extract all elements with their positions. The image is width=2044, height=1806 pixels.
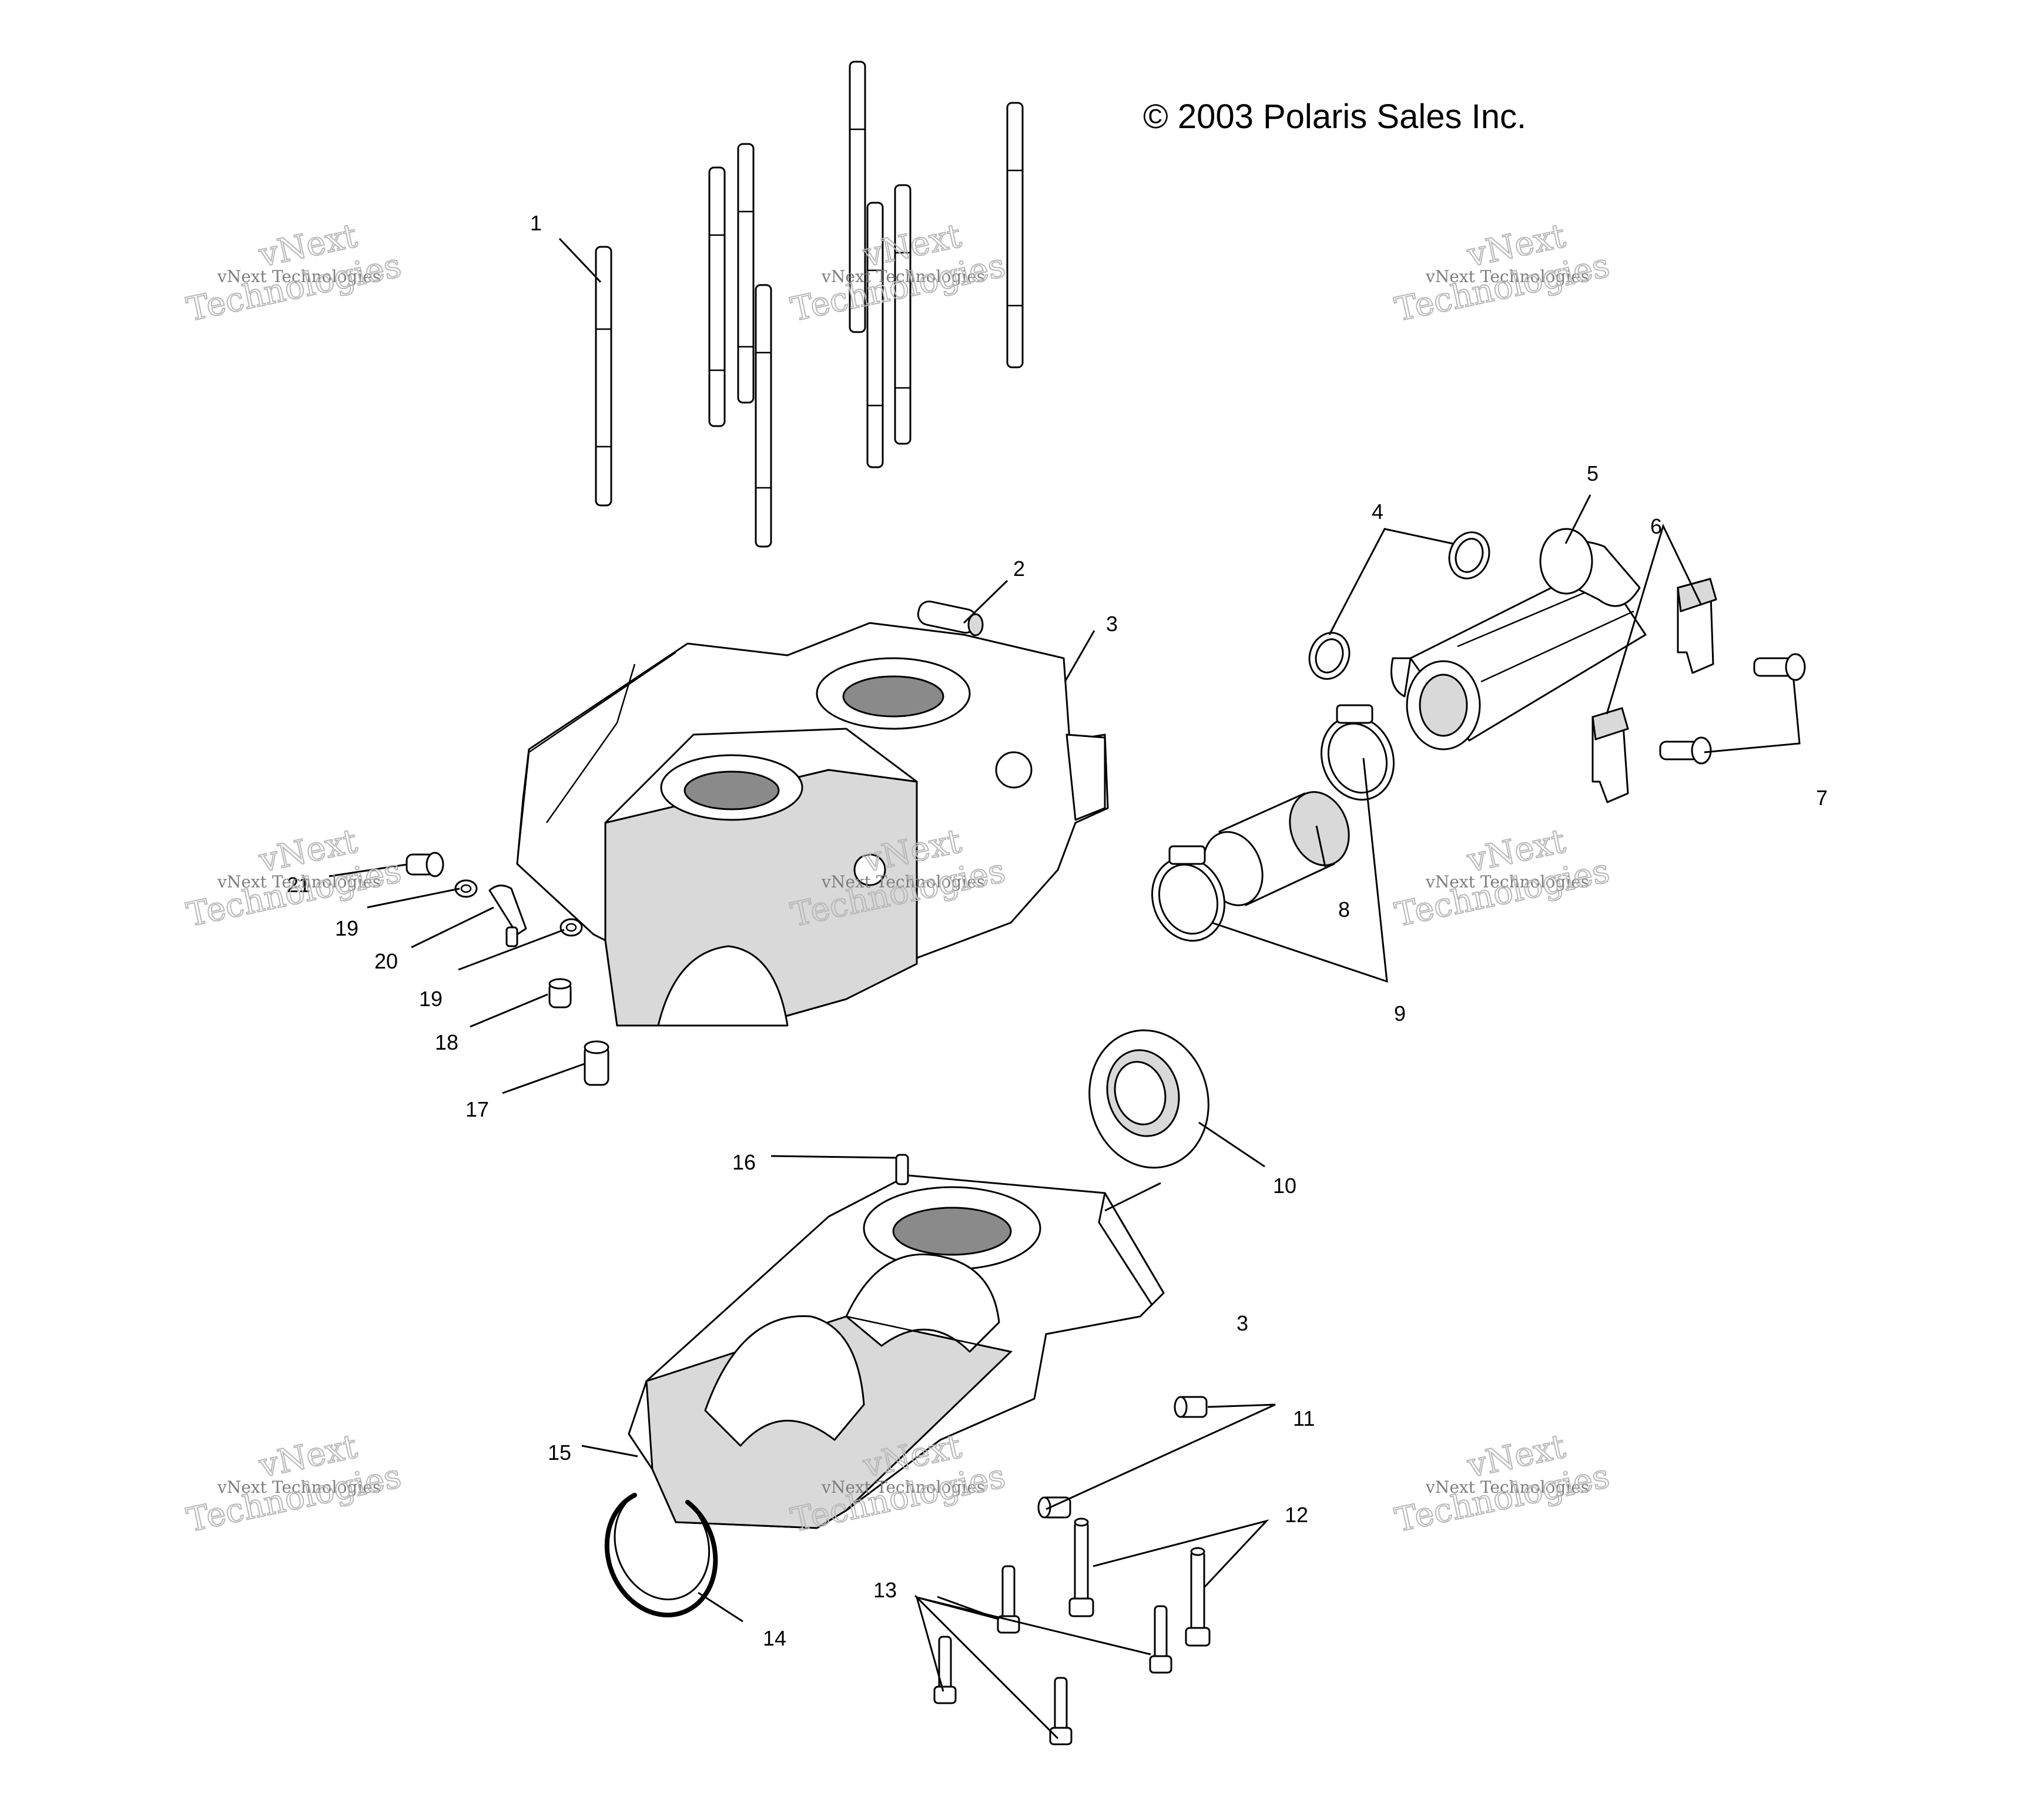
callout-14: 14 bbox=[763, 1626, 786, 1650]
callout-18: 18 bbox=[435, 1030, 458, 1054]
callout-1: 1 bbox=[530, 211, 542, 235]
callout-15: 15 bbox=[548, 1440, 571, 1465]
callout-20: 20 bbox=[374, 949, 398, 973]
callout-19-upper: 19 bbox=[335, 916, 358, 940]
callout-13: 13 bbox=[873, 1578, 897, 1602]
callout-10: 10 bbox=[1273, 1174, 1296, 1198]
callout-5: 5 bbox=[1587, 461, 1599, 485]
dowel-pin bbox=[917, 600, 984, 636]
callout-16: 16 bbox=[732, 1150, 756, 1174]
plugs bbox=[1037, 1396, 1208, 1519]
callout-4: 4 bbox=[1372, 500, 1383, 524]
callout-7: 7 bbox=[1816, 786, 1828, 810]
o-rings bbox=[1308, 531, 1490, 680]
callout-21: 21 bbox=[287, 873, 310, 897]
callout-19-lower: 19 bbox=[419, 987, 443, 1011]
flange-bolts bbox=[1659, 653, 1806, 765]
callout-11: 11 bbox=[1293, 1406, 1315, 1430]
svg-text:vNext Technologies: vNext Technologies bbox=[217, 1477, 381, 1497]
crankcase-bolts bbox=[933, 1517, 1211, 1745]
copyright-text: © 2003 Polaris Sales Inc. bbox=[1143, 98, 1526, 136]
callout-9: 9 bbox=[1394, 1001, 1406, 1026]
svg-text:vNext Technologies: vNext Technologies bbox=[821, 872, 985, 892]
svg-text:vNext Technologies: vNext Technologies bbox=[1425, 872, 1589, 892]
leader-lines bbox=[329, 237, 1801, 1740]
svg-text:vNext Technologies: vNext Technologies bbox=[217, 267, 381, 286]
callout-8: 8 bbox=[1338, 897, 1350, 922]
exhaust-coupler bbox=[1202, 791, 1350, 906]
svg-text:vNext Technologies: vNext Technologies bbox=[821, 267, 985, 286]
retaining-ring bbox=[604, 1493, 718, 1617]
svg-text:vNext Technologies: vNext Technologies bbox=[1425, 1477, 1589, 1497]
lower-crankcase bbox=[628, 1154, 1165, 1529]
upper-crankcase bbox=[516, 622, 1109, 1027]
callout-3-lower: 3 bbox=[1237, 1311, 1248, 1335]
cylinder-studs bbox=[595, 61, 1024, 548]
exhaust-manifold bbox=[1390, 528, 1647, 750]
crankshaft-seal bbox=[1088, 1029, 1209, 1169]
callout-6: 6 bbox=[1650, 514, 1662, 538]
callout-labels: 1 2 3 4 5 6 7 8 9 10 11 12 13 14 15 16 1… bbox=[287, 211, 1828, 1650]
hose-clamps bbox=[1151, 704, 1395, 942]
svg-text:vNext Technologies: vNext Technologies bbox=[217, 872, 381, 892]
callout-12: 12 bbox=[1285, 1503, 1308, 1527]
callout-3-upper: 3 bbox=[1106, 612, 1118, 636]
callout-2: 2 bbox=[1013, 557, 1025, 581]
callout-17: 17 bbox=[465, 1097, 489, 1121]
svg-text:vNext Technologies: vNext Technologies bbox=[1425, 267, 1589, 286]
brackets bbox=[1591, 578, 1717, 803]
svg-text:vNext Technologies: vNext Technologies bbox=[821, 1477, 985, 1497]
